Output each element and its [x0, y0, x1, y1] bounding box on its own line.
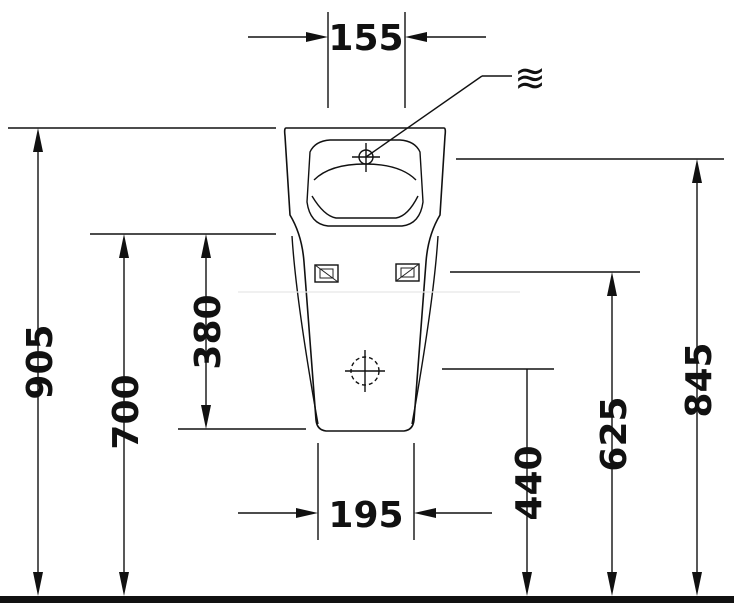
dimension-195: 195 — [238, 443, 492, 540]
dimension-440: 440 — [442, 368, 554, 596]
dimension-label-155: 155 — [328, 18, 403, 59]
floor-line — [0, 596, 734, 603]
dimension-380: 380 — [178, 234, 306, 430]
dimension-625: 625 — [450, 271, 640, 596]
dimension-845: 845 — [456, 158, 724, 596]
urinal-body — [238, 127, 520, 432]
drain-crosshair — [345, 350, 385, 392]
dimension-label-700: 700 — [106, 374, 147, 449]
dimension-label-905: 905 — [20, 324, 61, 399]
dimension-905: 905 — [8, 127, 276, 596]
right-fixing-bracket — [395, 263, 420, 282]
water-inlet-symbol: ≋ — [514, 56, 546, 100]
dimension-label-625: 625 — [594, 396, 635, 471]
dimension-label-440: 440 — [509, 445, 550, 520]
dimension-label-845: 845 — [679, 342, 720, 417]
dimension-label-195: 195 — [328, 495, 403, 536]
dimension-label-380: 380 — [188, 294, 229, 369]
dimension-155: 155 — [248, 12, 486, 108]
dimension-700: 700 — [90, 233, 276, 596]
water-inlet-leader: ≋ — [365, 56, 546, 158]
left-fixing-bracket — [314, 264, 339, 283]
